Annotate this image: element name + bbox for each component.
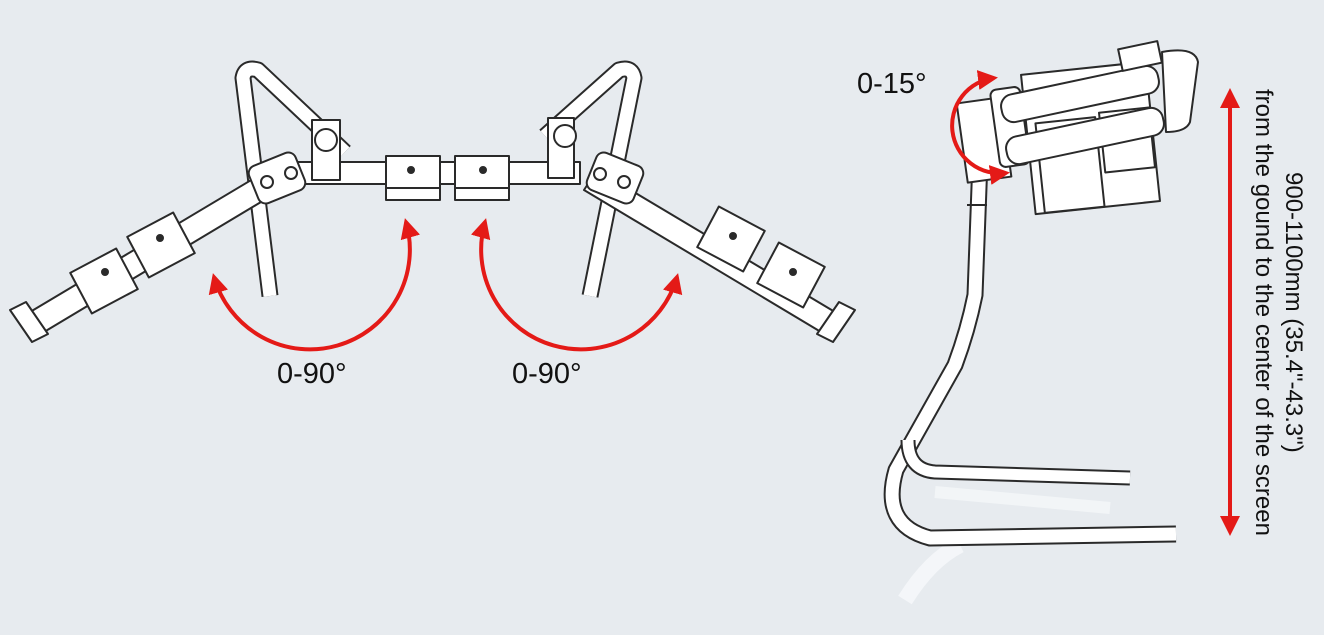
left-rotation-arrow <box>208 218 420 352</box>
left-arm-bracket-2 <box>69 247 139 315</box>
left-angle-label: 0-90° <box>277 358 347 390</box>
right-hinge <box>585 151 645 205</box>
center-bracket-right <box>454 155 510 201</box>
right-loop-clamp <box>547 117 577 179</box>
right-rotation-arrow <box>471 218 683 352</box>
center-bracket-left <box>385 155 441 201</box>
height-reference-label: from the gound to the center of the scre… <box>1250 88 1277 536</box>
left-leg-loop <box>234 60 351 298</box>
tilt-rotation-arrow <box>950 70 1010 185</box>
right-arm-bracket-1 <box>696 205 766 273</box>
stand-side-view <box>883 40 1199 605</box>
height-annotation: 900-1100mm (35.4"-43.3") from the gound … <box>1248 72 1308 552</box>
left-hinge <box>247 151 307 205</box>
triple-stand-top-view <box>9 60 856 343</box>
left-loop-clamp <box>311 119 341 181</box>
left-arm-bracket-1 <box>126 211 196 279</box>
tilt-angle-label: 0-15° <box>857 68 927 100</box>
right-arm-bracket-2 <box>756 241 826 309</box>
right-leg-loop <box>539 60 643 298</box>
right-angle-label: 0-90° <box>512 358 582 390</box>
height-range-label: 900-1100mm (35.4"-43.3") <box>1280 171 1307 453</box>
